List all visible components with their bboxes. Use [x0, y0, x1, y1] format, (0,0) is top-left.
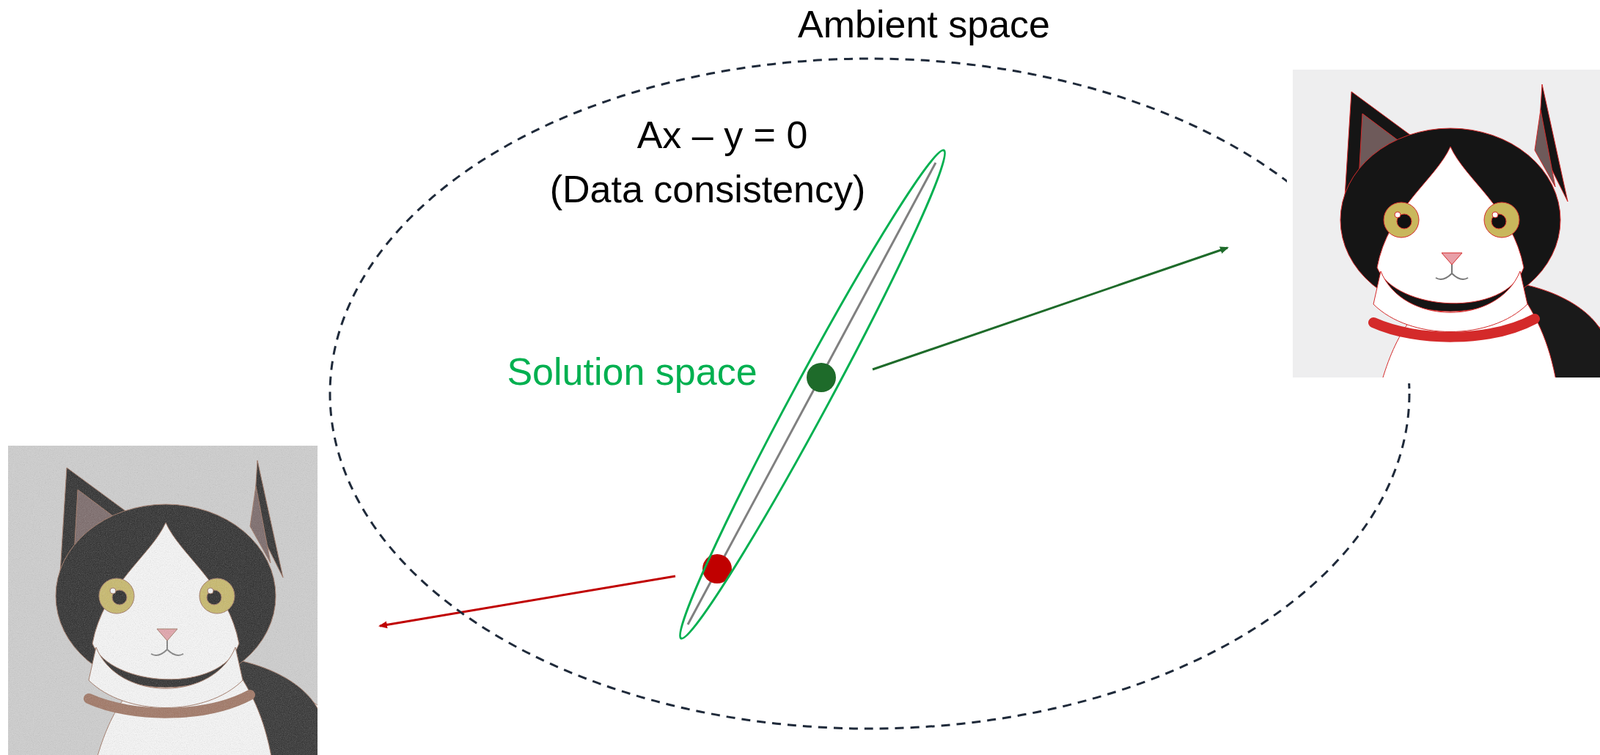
- equation-label: Ax – y = 0: [637, 113, 809, 158]
- solution-ellipse: [483, 139, 961, 653]
- region-label: Ambient space: [797, 2, 1051, 47]
- region-label: Solution space: [506, 350, 757, 395]
- dashed-ellipse: [328, 0, 1411, 734]
- ambient-space-region: Ambient spaceSolution space: [328, 0, 1411, 734]
- solution-space-region: Solution space: [483, 139, 961, 653]
- equation-label: (Data consistency): [549, 167, 866, 212]
